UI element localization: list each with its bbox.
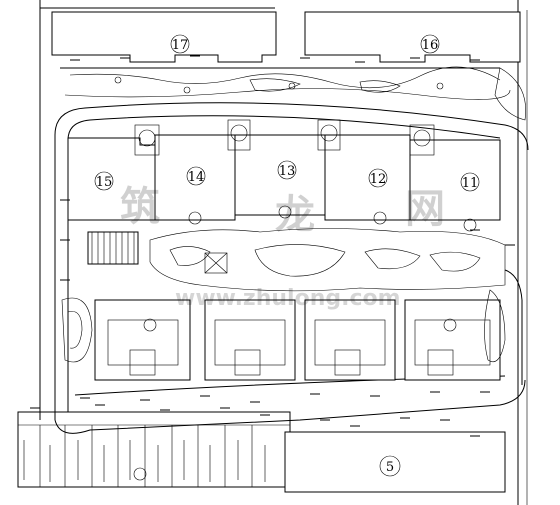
west-landscape: [61, 289, 506, 363]
central-garden: [87, 205, 506, 292]
building-16: 16: [304, 11, 521, 63]
building-17-label: 17: [172, 38, 189, 53]
building-14-label: 14: [188, 170, 205, 185]
watermark: 筑 龙 网 www.zhulong.com: [120, 184, 445, 311]
watermark-url: www.zhulong.com: [175, 286, 401, 311]
ring-road: [54, 102, 529, 434]
annotation-marks: [30, 55, 515, 437]
building-17: 17: [51, 11, 277, 63]
building-5-label: 5: [386, 460, 394, 475]
building-13-label: 13: [279, 164, 296, 179]
building-12-label: 12: [370, 172, 387, 187]
north-landscape-strip: [60, 66, 526, 121]
building-5: 5: [284, 431, 506, 493]
south-townhouse-strip: [17, 411, 291, 488]
watermark-char-3: 网: [405, 186, 445, 232]
building-16-label: 16: [422, 38, 439, 53]
lower-building-2: [204, 299, 296, 381]
watermark-char-1: 筑: [120, 184, 160, 230]
building-14: 14: [134, 124, 236, 221]
lower-building-4: [404, 299, 501, 381]
lower-building-1: [94, 299, 191, 381]
building-11: 11: [409, 124, 501, 221]
building-11-label: 11: [462, 176, 479, 191]
building-15-label: 15: [96, 175, 113, 190]
watermark-char-2: 龙: [275, 192, 315, 238]
building-12: 12: [317, 119, 411, 221]
lower-building-3: [304, 299, 396, 381]
